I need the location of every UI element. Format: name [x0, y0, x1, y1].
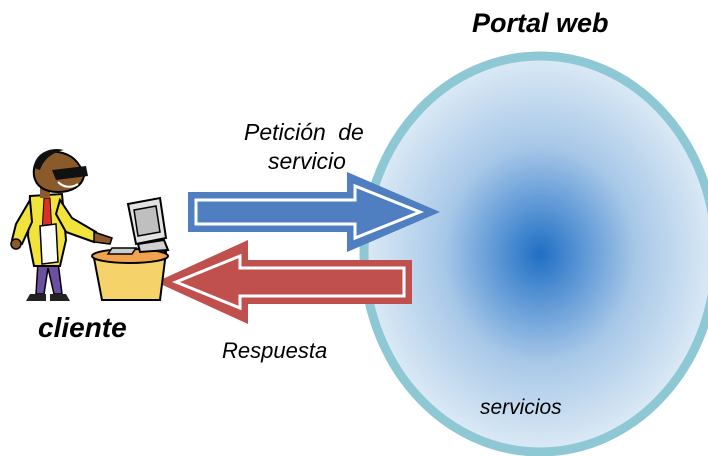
services-label: servicios [480, 396, 562, 419]
person-at-computer-icon [10, 148, 170, 301]
response-arrow [156, 240, 412, 324]
client-label: cliente [38, 312, 127, 343]
head-icon [32, 148, 88, 194]
computer-icon [106, 196, 170, 255]
request-arrow [188, 172, 440, 252]
request-label-line1: Petición de [244, 119, 364, 145]
response-label: Respuesta [222, 338, 328, 363]
portal-title: Portal web [472, 8, 609, 38]
request-label-line2: servicio [268, 148, 346, 174]
desk-icon [91, 248, 169, 301]
portal-ellipse [359, 51, 708, 456]
